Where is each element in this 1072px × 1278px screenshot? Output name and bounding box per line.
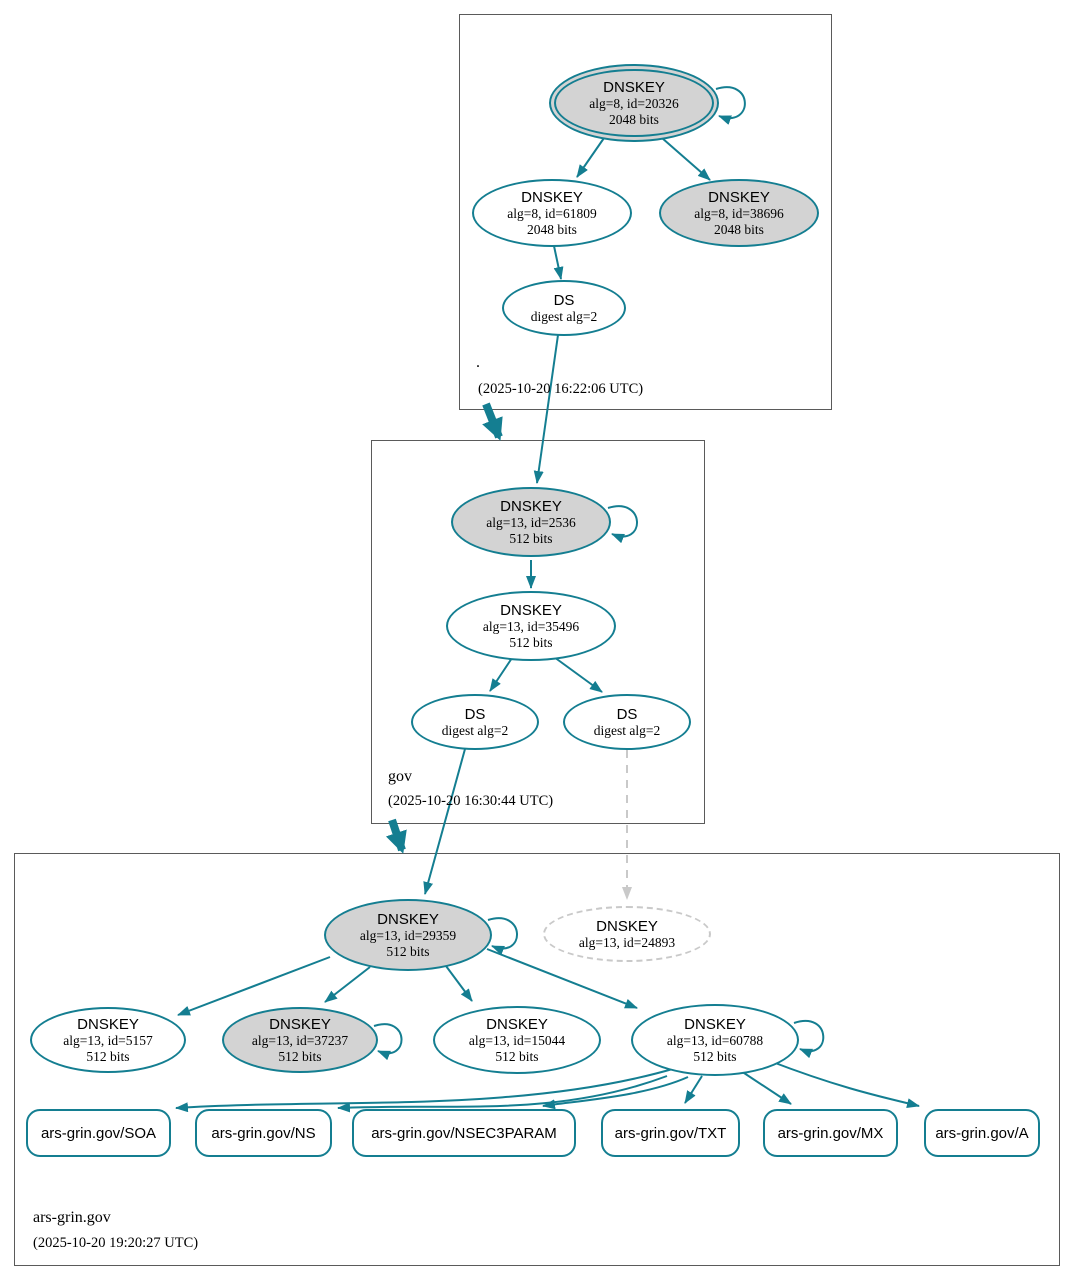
rrset-soa[interactable]: ars-grin.gov/SOA [26,1109,171,1157]
node-title: DNSKEY [684,1015,746,1033]
node-title: DNSKEY [269,1015,331,1033]
rrset-ns[interactable]: ars-grin.gov/NS [195,1109,332,1157]
node-detail: alg=8, id=38696 [694,205,784,221]
zone-timestamp-gov: (2025-10-20 16:30:44 UTC) [388,793,554,809]
node-detail: digest alg=2 [530,308,598,324]
node-bits: 512 bits [386,943,430,959]
node-detail: alg=13, id=15044 [468,1032,566,1048]
dnskey-node-35496[interactable]: DNSKEY alg=13, id=35496 512 bits [446,591,616,661]
dnskey-node-24893-unused[interactable]: DNSKEY alg=13, id=24893 [543,906,711,962]
node-title: DNSKEY [500,601,562,619]
node-title: DNSKEY [77,1015,139,1033]
node-detail: alg=13, id=24893 [578,934,676,950]
node-detail: alg=13, id=35496 [482,618,580,634]
node-title: DNSKEY [377,910,439,928]
zone-box-ars-grin-gov [14,853,1060,1266]
node-bits: 2048 bits [714,221,764,237]
node-bits: 512 bits [509,634,553,650]
ds-node-gov-1[interactable]: DS digest alg=2 [411,694,539,750]
node-detail: alg=8, id=61809 [507,205,597,221]
dnskey-node-20326-ksk[interactable]: DNSKEY alg=8, id=20326 2048 bits [549,64,719,142]
node-bits: 512 bits [278,1048,322,1064]
dnskey-node-15044[interactable]: DNSKEY alg=13, id=15044 512 bits [433,1006,601,1074]
node-detail: alg=13, id=2536 [486,514,576,530]
dnskey-node-29359-ksk[interactable]: DNSKEY alg=13, id=29359 512 bits [324,899,492,971]
node-detail: alg=13, id=5157 [63,1032,153,1048]
dnskey-node-38696[interactable]: DNSKEY alg=8, id=38696 2048 bits [659,179,819,247]
node-title: DS [553,291,575,309]
node-bits: 2048 bits [527,221,577,237]
dnskey-node-2536-ksk[interactable]: DNSKEY alg=13, id=2536 512 bits [451,487,611,557]
dnskey-node-37237[interactable]: DNSKEY alg=13, id=37237 512 bits [222,1007,378,1073]
node-detail: digest alg=2 [441,722,509,738]
ds-node-gov-2[interactable]: DS digest alg=2 [563,694,691,750]
ds-node-root[interactable]: DS digest alg=2 [502,280,626,336]
node-detail: alg=13, id=29359 [359,927,457,943]
rrset-nsec3param[interactable]: ars-grin.gov/NSEC3PARAM [352,1109,576,1157]
zone-label-gov: gov [388,768,412,785]
node-title: DS [464,705,486,723]
node-detail: alg=8, id=20326 [589,95,679,111]
node-bits: 512 bits [86,1048,130,1064]
node-title: DS [616,705,638,723]
edge-delegation-gov-ars-grin [385,818,407,854]
rrset-txt[interactable]: ars-grin.gov/TXT [601,1109,740,1157]
dnskey-node-60788-zsk[interactable]: DNSKEY alg=13, id=60788 512 bits [631,1004,799,1076]
node-title: DNSKEY [486,1015,548,1033]
zone-box-root [459,14,832,410]
node-bits: 512 bits [509,530,553,546]
dnskey-node-61809[interactable]: DNSKEY alg=8, id=61809 2048 bits [472,179,632,247]
dnskey-node-5157[interactable]: DNSKEY alg=13, id=5157 512 bits [30,1007,186,1073]
zone-timestamp-root: (2025-10-20 16:22:06 UTC) [478,381,644,397]
node-title: DNSKEY [708,188,770,206]
node-title: DNSKEY [500,497,562,515]
node-bits: 512 bits [693,1048,737,1064]
node-detail: digest alg=2 [593,722,661,738]
zone-label-ars-grin-gov: ars-grin.gov [33,1209,111,1226]
rrset-mx[interactable]: ars-grin.gov/MX [763,1109,898,1157]
rrset-a[interactable]: ars-grin.gov/A [924,1109,1040,1157]
node-bits: 512 bits [495,1048,539,1064]
node-title: DNSKEY [596,917,658,935]
node-title: DNSKEY [521,188,583,206]
node-detail: alg=13, id=37237 [251,1032,349,1048]
node-title: DNSKEY [603,78,665,96]
zone-label-root: . [476,354,480,371]
zone-timestamp-ars-grin-gov: (2025-10-20 19:20:27 UTC) [33,1235,199,1251]
node-detail: alg=13, id=60788 [666,1032,764,1048]
node-bits: 2048 bits [609,111,659,127]
